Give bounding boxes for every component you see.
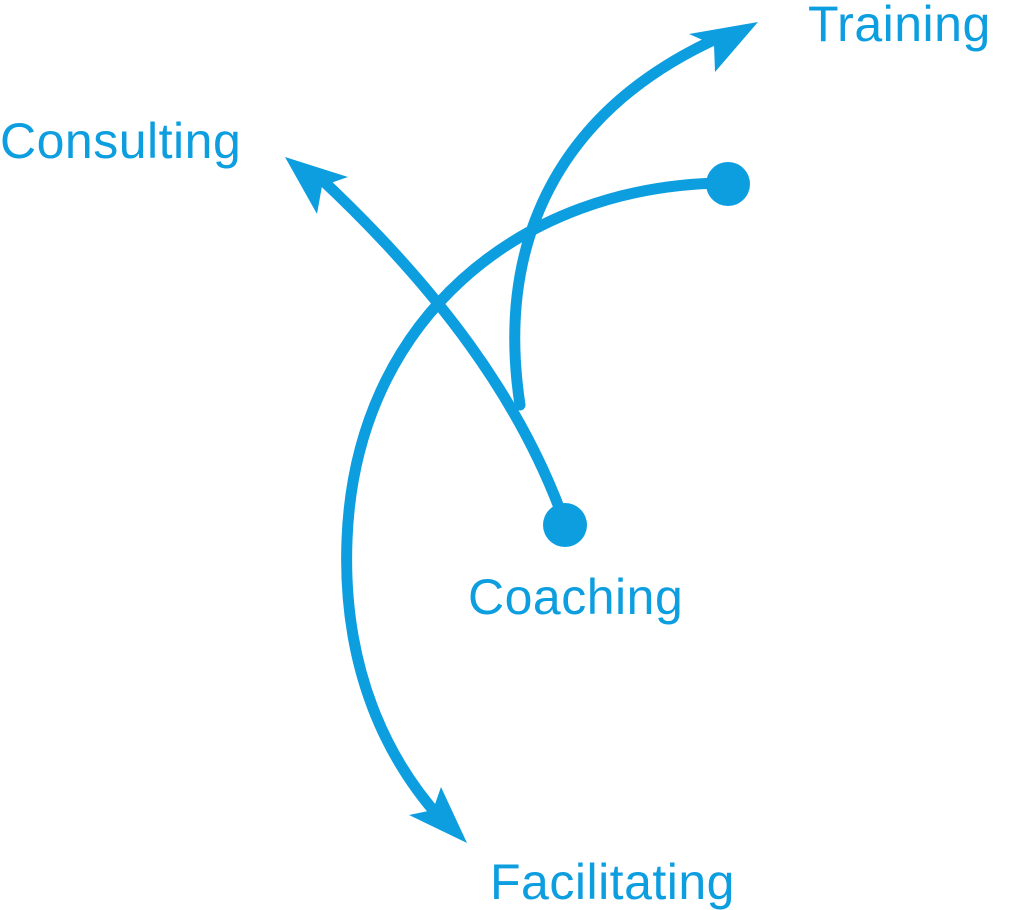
training-arrowhead <box>689 22 758 72</box>
coaching-to-consulting-arrow <box>312 170 569 524</box>
coaching-node-dot <box>543 503 587 547</box>
coaching-to-training-arrow <box>509 32 724 411</box>
facilitating-arrowhead <box>409 787 467 843</box>
training-label: Training <box>808 0 991 52</box>
coaching-label: Coaching <box>468 569 684 625</box>
origin-node-dot <box>706 162 750 206</box>
consulting-arrowhead <box>285 157 348 214</box>
consulting-label: Consulting <box>0 113 242 169</box>
origin-to-facilitating-arrow <box>341 177 730 824</box>
facilitating-label: Facilitating <box>490 854 735 910</box>
